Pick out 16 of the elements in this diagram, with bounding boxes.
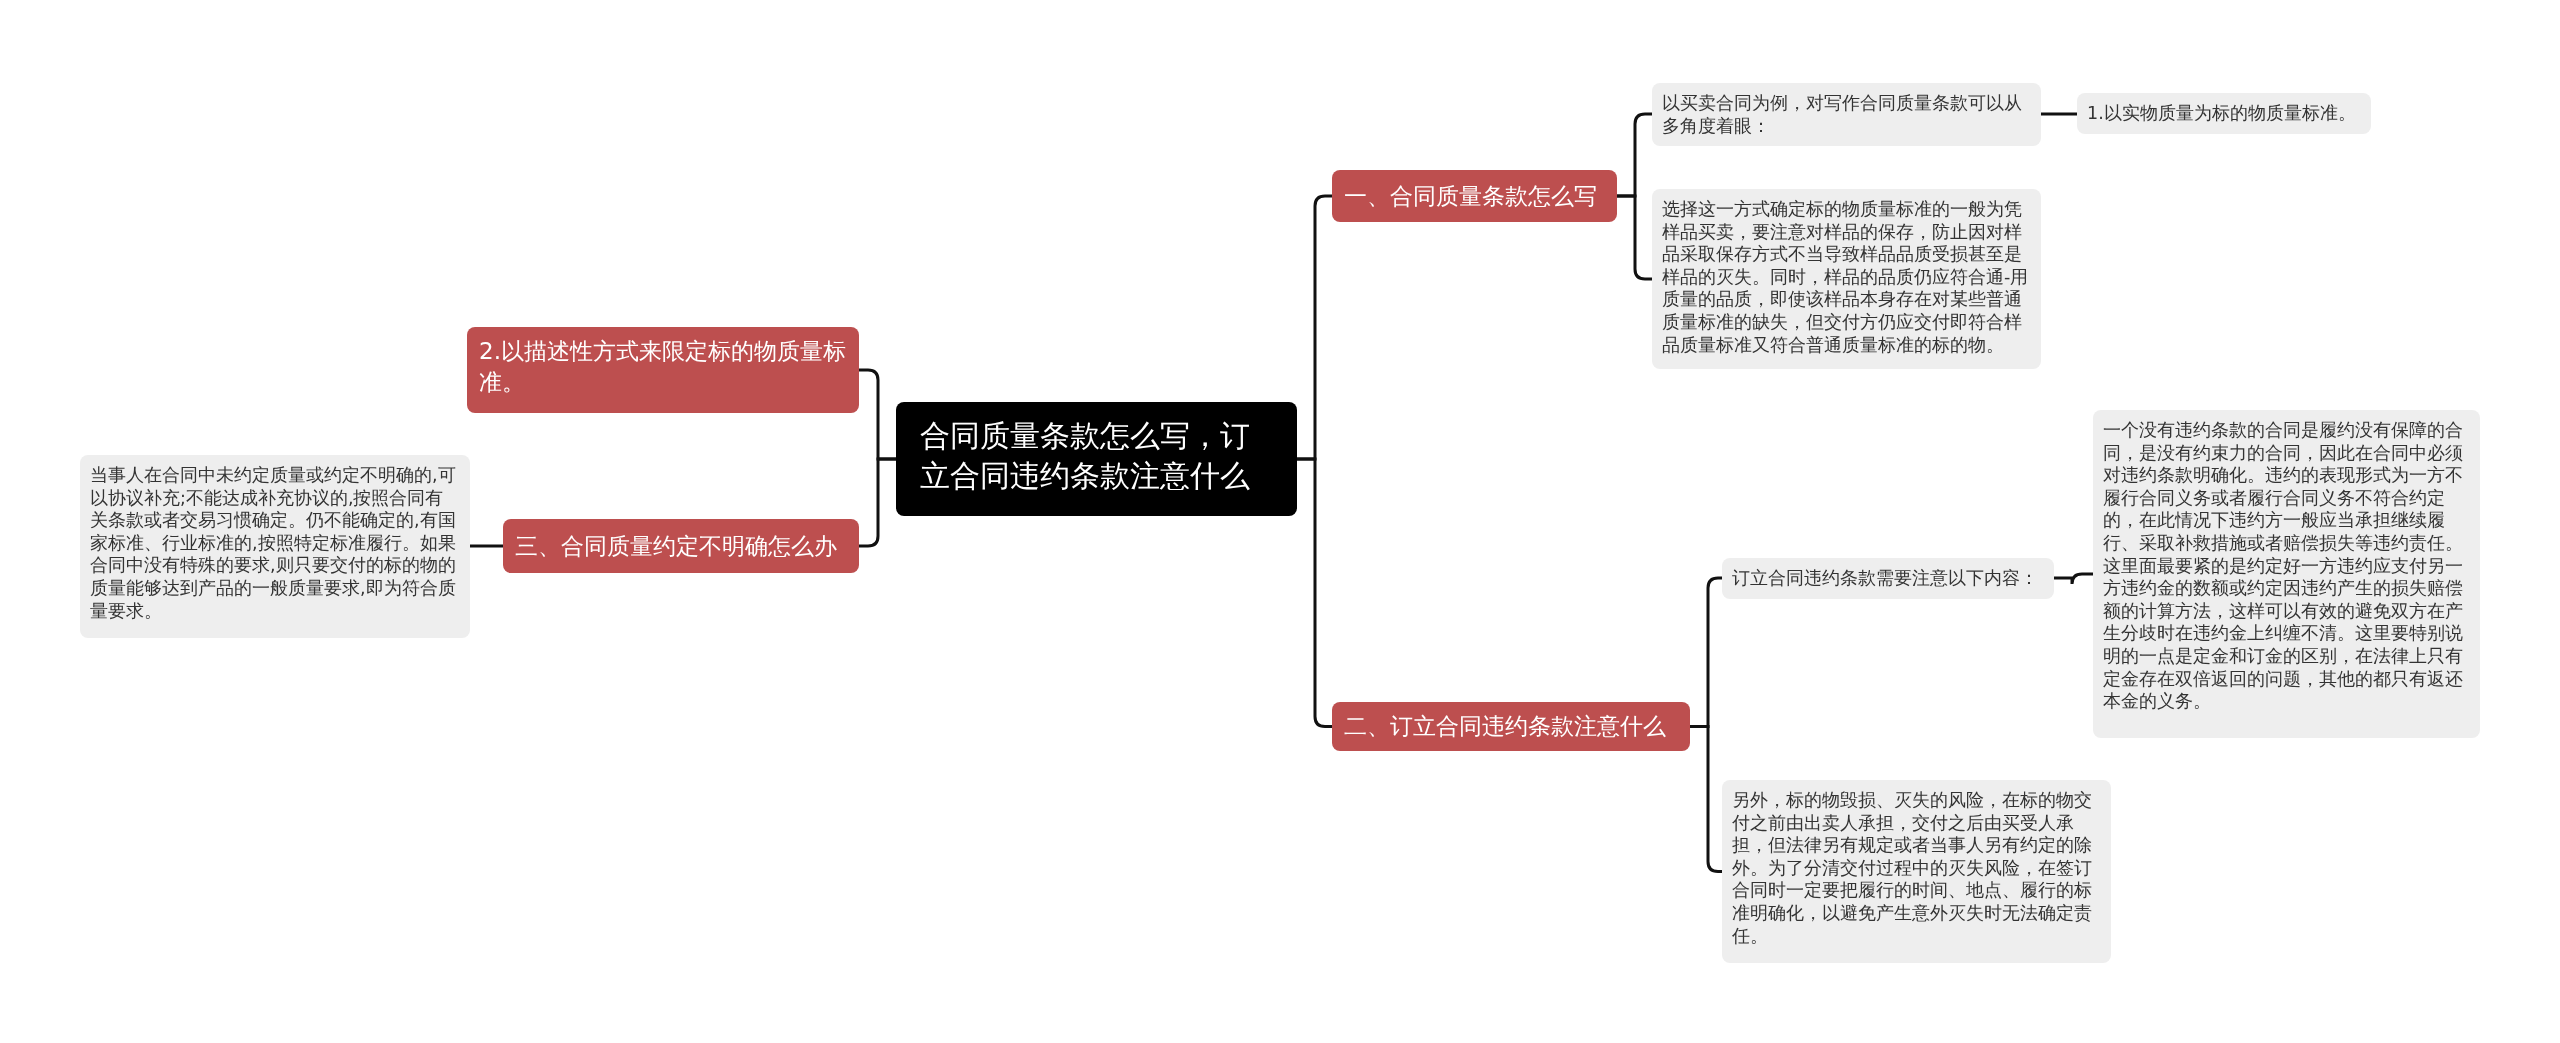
connector-line — [859, 457, 896, 548]
topic-box: 三、合同质量约定不明确怎么办 — [503, 519, 859, 573]
text-box: 选择这一方式确定标的物质量标准的一般为凭样品买卖，要注意对样品的保存，防止因对样品采取保存方式不当导致样品品质受损甚至是样品的灭失。同时，样品的品质仍应符合通-用质量的品质，即使该样品本身存在对某些普通质量标准的缺失，但交付方仍应交付即符合样品质量标准又符合普通质量标准的标的物。 — [1652, 189, 2041, 369]
connector-line — [2054, 572, 2093, 586]
text-box: 一个没有违约条款的合同是履约没有保障的合同，是没有约束力的合同，因此在合同中必须对违约条款明确化。违约的表现形式为一方不履行合同义务或者履行合同义务不符合约定的，在此情况下违约方一般应当承担继续履行、采取补救措施或者赔偿损失等违约责任。这里面最要紧的是约定好一方违约应支付另一方违约金的数额或约定因违约产生的损失赔偿额的计算方法，这样可以有效的避免双方在产生分歧时在违约金上纠缠不清。这里要特别说明的一点是定金和订金的区别，在法律上只有定金存在双倍返回的问题，其他的都只有返还本金的义务。 — [2093, 410, 2480, 738]
topic-box: 2.以描述性方式来限定标的物质量标准。 — [467, 327, 859, 413]
connector-line — [470, 544, 503, 548]
text-box: 当事人在合同中未约定质量或约定不明确的,可以协议补充;不能达成补充协议的,按照合同有关条款或者交易习惯确定。仍不能确定的,有国家标准、行业标准的,按照特定标准履行。如果合同中没有特殊的要求,则只要交付的标的物的质量能够达到产品的一般质量要求,即为符合质量要求。 — [80, 455, 470, 638]
topic-box: 二、订立合同违约条款注意什么 — [1332, 702, 1690, 751]
text-box: 订立合同违约条款需要注意以下内容： — [1722, 558, 2054, 599]
text-box: 以买卖合同为例，对写作合同质量条款可以从多角度着眼： — [1652, 83, 2041, 147]
central-topic-box: 合同质量条款怎么写，订立合同违约条款注意什么 — [896, 402, 1297, 516]
text-box: 1.以实物质量为标的物质量标准。 — [2077, 93, 2371, 134]
connector-line — [2041, 112, 2077, 116]
topic-box: 一、合同质量条款怎么写 — [1332, 170, 1617, 222]
text-box: 另外，标的物毁损、灭失的风险，在标的物交付之前由出卖人承担，交付之后由买受人承担，但法律另有规定或者当事人另有约定的除外。为了分清交付过程中的灭失风险，在签订合同时一定要把履行的时间、地点、履行的标准明确化，以避免产生意外灭失时无法确定责任。 — [1722, 780, 2111, 963]
